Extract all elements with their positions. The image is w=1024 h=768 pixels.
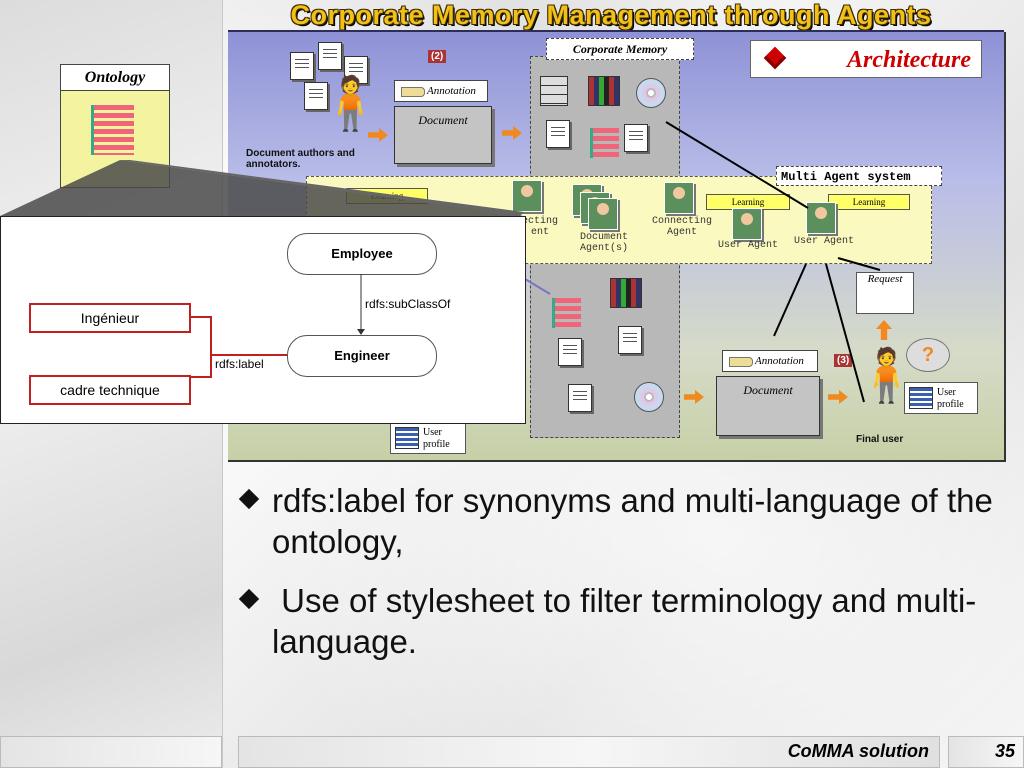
connection-lines [519,121,881,403]
learning-label: Learning [828,194,910,210]
question-bubble-icon: ? [906,338,950,372]
ontology-edges [189,274,365,378]
link-line [825,263,865,403]
ontology-tree-icon [91,105,134,155]
architecture-label: Architecture [847,47,971,73]
books-icon [610,278,642,308]
diamond-bullet-icon [238,588,260,610]
document-icon [290,52,314,80]
tree-icon [552,298,581,328]
link-line [665,121,809,209]
link-line [837,257,881,271]
document-icon [304,82,328,110]
connecting-agent-label-partial: ecting ent [521,216,558,238]
page-number: 35 [994,741,1015,761]
label-edge [189,316,212,378]
final-user-label: Final user [856,434,904,445]
user-profile-box: User profile [904,382,978,414]
authors-label: Document authors and annotators. [246,148,355,170]
document-icon [624,124,648,152]
user-agent-label: User Agent [717,240,778,251]
footer-bar: CoMMA solution [238,736,940,768]
user-profile-box: User profile [390,422,466,454]
connecting-agent-icon [664,182,694,214]
request-box: Request [856,272,914,314]
books-icon [588,76,620,106]
document-icon [344,56,368,84]
term-cadre-technique: cadre technique [29,375,191,405]
user-agent-label: User Agent [793,236,854,247]
connecting-agent-label: Connecting Agent [651,216,712,238]
chart-document-icon [558,338,582,366]
corporate-memory-label: Corporate Memory [546,38,694,60]
user-agent-icon [732,208,762,240]
tree-icon [590,128,619,158]
link-line [773,263,807,337]
connecting-agent-icon [512,180,542,212]
cd-icon [634,382,664,412]
document-icon [568,384,592,412]
term-ingenieur: Ingénieur [29,303,191,333]
annotation-tag: Annotation [394,80,488,102]
cube-icon [763,46,787,70]
annotation-tag: Annotation [722,350,818,372]
diamond-bullet-icon [238,488,260,510]
subclass-relation-label: rdfs:subClassOf [365,297,451,311]
step-3-badge: (3) [834,354,853,367]
subclass-arrowhead [357,329,365,335]
label-relation-label: rdfs:label [215,357,264,371]
ontology-popup: Employee Engineer rdfs:subClassOf rdfs:l… [0,216,526,424]
database-icon [636,78,666,108]
slide-title: Corporate Memory Management through Agen… [290,0,932,30]
engineer-node: Engineer [287,335,437,377]
step-2-badge: (2) [428,50,447,63]
employee-node: Employee [287,233,437,275]
document-box: Document [394,106,492,164]
document-icon [546,120,570,148]
footer-left-bar [0,736,222,768]
document-agent-icon [588,198,618,230]
footer-text: CoMMA solution [787,741,929,761]
user-agent-icon [806,202,836,234]
document-agents-label: Document Agent(s) [579,232,628,254]
bullet-item: Use of stylesheet to filter terminology … [236,580,1006,662]
bullet-list: rdfs:label for synonyms and multi-langua… [236,480,1006,680]
bullet-text: Use of stylesheet to filter terminology … [272,582,977,660]
bullet-item: rdfs:label for synonyms and multi-langua… [236,480,1006,562]
bullet-text: rdfs:label for synonyms and multi-langua… [272,482,993,560]
cabinet-icon [540,76,568,106]
document-box: Document [716,376,820,436]
architecture-box: Architecture [750,40,982,78]
zoom-projection [0,160,524,216]
page-number-box: 35 [948,736,1024,768]
multi-agent-system-label: Multi Agent system [776,166,942,186]
document-icon [318,42,342,70]
title-underline [228,30,1004,32]
author-person-icon: 🧍 [318,75,383,133]
document-icon [618,326,642,354]
